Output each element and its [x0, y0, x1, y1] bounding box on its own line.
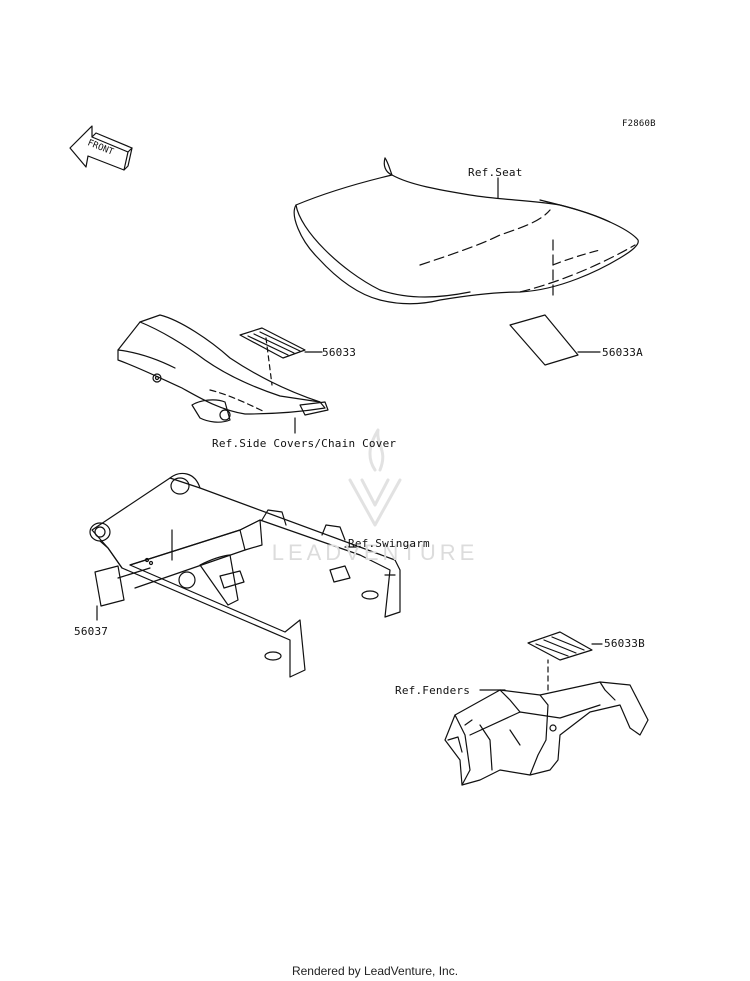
label-56033: 56033 [322, 346, 357, 359]
front-arrow-icon: FRONT [69, 125, 133, 171]
seat-drawing [293, 157, 639, 305]
label-56033a-plate [509, 314, 601, 366]
label-ref-side-covers: Ref.Side Covers/Chain Cover [212, 437, 397, 450]
label-56033b: 56033B [604, 637, 645, 650]
chain-cover-drawing [117, 314, 329, 434]
label-ref-fenders: Ref.Fenders [395, 684, 471, 697]
label-ref-swingarm: Ref.Swingarm [348, 537, 430, 550]
fender-drawing [444, 659, 649, 786]
swingarm-drawing [89, 472, 401, 678]
label-ref-seat: Ref.Seat [468, 166, 523, 179]
label-56037-plate [94, 565, 151, 621]
label-56037: 56037 [74, 625, 109, 638]
label-56033a: 56033A [602, 346, 643, 359]
diagram-code: F2860B [622, 119, 656, 129]
footer-credit: Rendered by LeadVenture, Inc. [291, 964, 459, 978]
leadventure-logo-icon [348, 428, 402, 527]
label-56033-plate [239, 327, 323, 386]
label-56033b-plate [527, 631, 603, 661]
watermark-text: LEADVENTURE [271, 540, 479, 565]
